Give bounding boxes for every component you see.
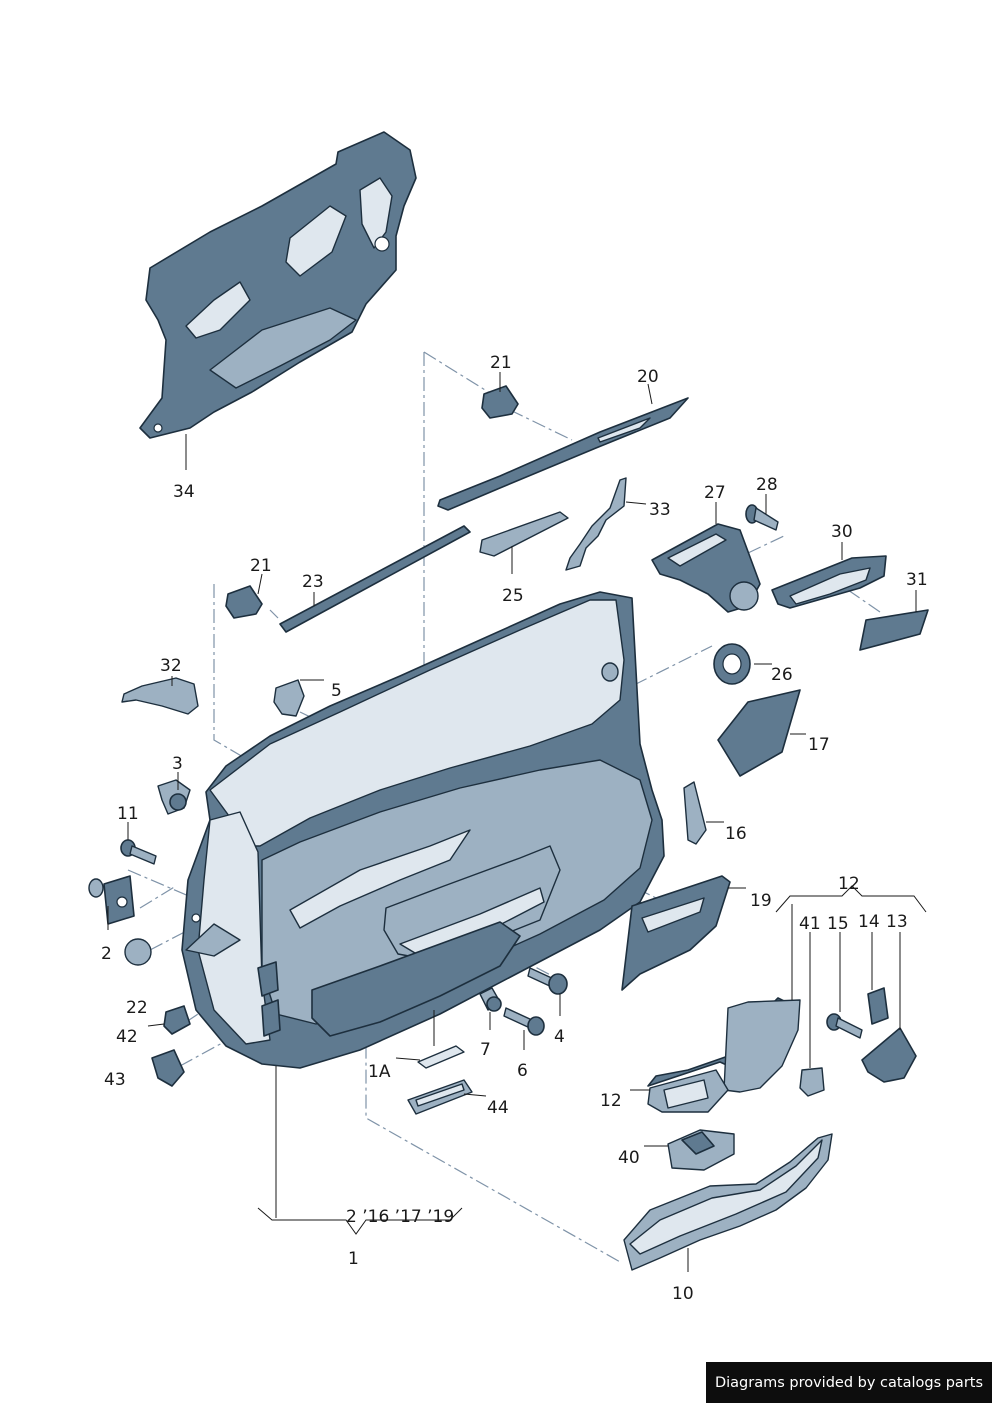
part-32-clip-bracket <box>121 677 199 715</box>
label-17: 17 <box>808 735 830 755</box>
label-2: 2 <box>101 944 112 964</box>
part-33-bracket <box>565 477 627 571</box>
label-42: 42 <box>116 1027 138 1047</box>
part-25-grille <box>479 511 569 557</box>
part-13-cover <box>861 1027 917 1083</box>
part-20-trim-strip <box>437 397 689 511</box>
label-1-group: 2 ’16 ’17 ’19 <box>346 1207 454 1227</box>
label-11: 11 <box>117 804 139 824</box>
label-6: 6 <box>517 1061 528 1081</box>
part-27-handle-housing <box>651 523 761 613</box>
main-door-panel <box>181 591 665 1069</box>
label-22: 22 <box>126 998 148 1018</box>
label-1A: 1A <box>368 1062 391 1082</box>
part-19-map-pocket <box>621 875 731 991</box>
part-7-clip <box>479 987 502 1012</box>
part-3-clip <box>157 779 191 815</box>
part-1A-lens <box>417 1045 465 1069</box>
part-26-ring <box>713 643 751 685</box>
label-16: 16 <box>725 824 747 844</box>
part-34-insulation <box>139 131 417 439</box>
part-12-switch-carrier <box>647 997 801 1113</box>
label-32: 32 <box>160 656 182 676</box>
label-21-lower: 21 <box>250 556 272 576</box>
part-11-bolt <box>120 839 157 865</box>
label-41: 41 <box>799 914 821 934</box>
part-4-screw <box>527 967 568 995</box>
part-6-screw <box>503 1007 545 1036</box>
label-4: 4 <box>554 1027 565 1047</box>
label-44: 44 <box>487 1098 509 1118</box>
label-15: 15 <box>827 914 849 934</box>
part-10-armrest <box>623 1133 833 1271</box>
part-2-striker <box>88 875 135 925</box>
label-13: 13 <box>886 912 908 932</box>
part-21-clip-upper <box>481 385 519 419</box>
label-3: 3 <box>172 754 183 774</box>
part-17-speaker-cover <box>717 689 801 777</box>
part-42-switch <box>163 1005 191 1035</box>
label-43: 43 <box>104 1070 126 1090</box>
part-14-clip <box>867 987 889 1025</box>
part-21-clip-lower <box>225 585 263 619</box>
leader-lines <box>107 372 927 1272</box>
part-28-screw <box>745 504 779 531</box>
label-21-upper: 21 <box>490 353 512 373</box>
label-34: 34 <box>173 482 195 502</box>
label-5: 5 <box>331 681 342 701</box>
label-30: 30 <box>831 522 853 542</box>
part-23-seal-strip <box>279 525 471 633</box>
label-23: 23 <box>302 572 324 592</box>
part-16-grille <box>683 781 707 845</box>
label-12-group: 12 <box>838 874 860 894</box>
label-40: 40 <box>618 1148 640 1168</box>
part-31-cover <box>859 609 929 651</box>
part-15-screw <box>826 1013 863 1039</box>
part-43-cap <box>151 1049 185 1087</box>
credit-banner: Diagrams provided by catalogs parts <box>706 1362 992 1403</box>
label-14: 14 <box>858 912 880 932</box>
label-26: 26 <box>771 665 793 685</box>
label-12: 12 <box>600 1091 622 1111</box>
label-20: 20 <box>637 367 659 387</box>
part-22-plug <box>124 938 152 966</box>
part-40-switch <box>667 1129 735 1171</box>
label-7: 7 <box>480 1040 491 1060</box>
label-10: 10 <box>672 1284 694 1304</box>
label-1: 1 <box>348 1249 359 1269</box>
label-31: 31 <box>906 570 928 590</box>
part-41-knob <box>799 1067 825 1097</box>
label-28: 28 <box>756 475 778 495</box>
part-labels: 21 20 34 33 27 28 30 31 21 23 25 32 5 26… <box>101 353 928 1304</box>
label-27: 27 <box>704 483 726 503</box>
label-19: 19 <box>750 891 772 911</box>
part-44-lamp <box>407 1079 473 1115</box>
part-30-bezel <box>771 555 887 609</box>
label-25: 25 <box>502 586 524 606</box>
part-5-holder <box>273 679 305 717</box>
label-33: 33 <box>649 500 671 520</box>
